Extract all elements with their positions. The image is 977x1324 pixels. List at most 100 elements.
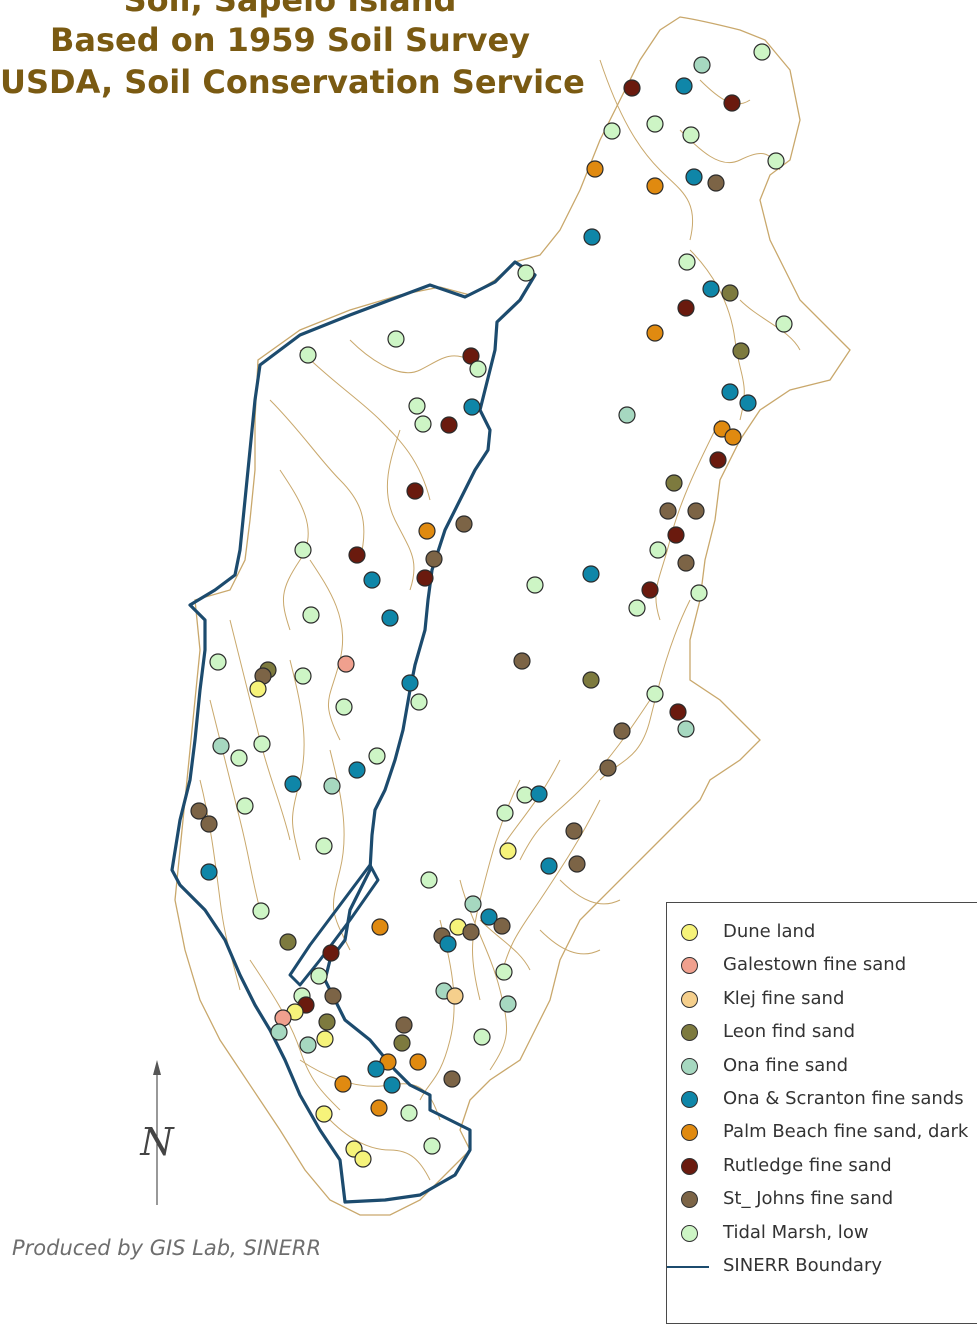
soil-point-rutledge (667, 526, 685, 544)
soil-point-palm-beach (370, 1099, 388, 1117)
north-arrow-label: N (139, 1120, 175, 1164)
soil-point-palm-beach (371, 918, 389, 936)
island-map: N (139, 16, 851, 1216)
legend-swatch (681, 1024, 698, 1042)
soil-point-ona-scranton (383, 1076, 401, 1094)
soil-point-ona-scranton (348, 761, 366, 779)
soil-point-tidal-marsh (410, 693, 428, 711)
soil-point-st-johns (568, 855, 586, 873)
legend-label: Dune land (723, 921, 816, 942)
legend-item-dune-land: Dune land (667, 917, 977, 947)
soil-point-palm-beach (334, 1075, 352, 1093)
soil-points (190, 43, 793, 1168)
soil-point-ona (212, 737, 230, 755)
soil-point-tidal-marsh (400, 1104, 418, 1122)
soil-point-rutledge (462, 347, 480, 365)
legend-label: Ona fine sand (723, 1054, 849, 1076)
soil-point-rutledge (406, 482, 424, 500)
soil-point-tidal-marsh (496, 804, 514, 822)
soil-point-tidal-marsh (753, 43, 771, 61)
soil-point-dune-land (354, 1150, 372, 1168)
soil-point-palm-beach (646, 324, 664, 342)
soil-point-st-johns (493, 917, 511, 935)
soil-point-ona-scranton (381, 609, 399, 627)
soil-point-rutledge (669, 703, 687, 721)
map-credit: Produced by GIS Lab, SINERR (12, 1236, 322, 1260)
soil-point-ona (270, 1023, 288, 1041)
soil-point-ona-scranton (675, 77, 693, 95)
legend-label: Ona & Scranton fine sands (723, 1088, 964, 1109)
legend-swatch (681, 1091, 698, 1108)
legend-label: Klej fine sand (723, 987, 845, 1009)
legend-swatch (681, 924, 698, 941)
soil-point-leon (279, 933, 297, 951)
soil-point-tidal-marsh (767, 152, 785, 170)
sinerr-boundary (170, 260, 537, 1204)
legend-item-klej: Klej fine sand (667, 984, 977, 1014)
legend-swatch (681, 1224, 698, 1242)
soil-point-tidal-marsh (646, 685, 664, 703)
soil-point-ona (618, 406, 636, 424)
soil-point-ona-scranton (583, 228, 601, 246)
soil-point-tidal-marsh (628, 599, 646, 617)
legend-swatch (681, 1124, 698, 1142)
soil-point-rutledge (348, 546, 366, 564)
soil-point-st-johns (425, 550, 443, 568)
soil-point-ona (693, 56, 711, 74)
soil-point-ona-scranton (463, 398, 481, 416)
soil-point-ona-scranton (200, 863, 218, 881)
legend-swatch (681, 990, 698, 1008)
legend-label: Leon find sand (723, 1021, 856, 1043)
soil-point-palm-beach (646, 177, 664, 195)
legend-swatch (681, 1057, 698, 1075)
legend-label: Palm Beach fine sand, dark (723, 1121, 969, 1143)
soil-point-tidal-marsh (299, 346, 317, 364)
soil-point-tidal-marsh (302, 606, 320, 624)
soil-point-ona-scranton (702, 280, 720, 298)
soil-point-rutledge (440, 416, 458, 434)
soil-point-rutledge (641, 581, 659, 599)
soil-point-leon (665, 474, 683, 492)
soil-point-leon (582, 671, 600, 689)
soil-point-rutledge (677, 299, 695, 317)
soil-point-st-johns (395, 1016, 413, 1034)
soil-point-st-johns (455, 515, 473, 533)
legend-item-palm-beach: Palm Beach fine sand, dark (667, 1117, 977, 1147)
soil-point-tidal-marsh (387, 330, 405, 348)
soil-point-leon (393, 1034, 411, 1052)
soil-point-ona-scranton (530, 785, 548, 803)
soil-point-tidal-marsh (646, 115, 664, 133)
soil-point-ona-scranton (721, 383, 739, 401)
soil-point-tidal-marsh (420, 871, 438, 889)
map-title-line-1: Soil, Sapelo Island (123, 0, 457, 19)
soil-point-dune-land (315, 1105, 333, 1123)
soil-point-ona-scranton (367, 1060, 385, 1078)
soil-point-tidal-marsh (294, 667, 312, 685)
soil-point-st-johns (190, 802, 208, 820)
soil-point-ona-scranton (401, 674, 419, 692)
soil-point-tidal-marsh (315, 837, 333, 855)
soil-point-st-johns (599, 759, 617, 777)
soil-point-galestown (337, 655, 355, 673)
soil-point-ona (677, 720, 695, 738)
soil-point-palm-beach (418, 522, 436, 540)
soil-point-ona-scranton (480, 908, 498, 926)
legend-line-swatch (667, 1266, 709, 1268)
soil-point-st-johns (677, 554, 695, 572)
legend-item-tidal-marsh: Tidal Marsh, low (667, 1218, 977, 1248)
soil-point-ona-scranton (582, 565, 600, 583)
soil-point-tidal-marsh (495, 963, 513, 981)
soil-point-tidal-marsh (690, 584, 708, 602)
legend-swatch (681, 957, 698, 975)
legend-label: SINERR Boundary (723, 1255, 882, 1276)
soil-point-palm-beach (724, 428, 742, 446)
soil-point-ona-scranton (685, 168, 703, 186)
soil-point-tidal-marsh (310, 967, 328, 985)
soil-point-st-johns (613, 722, 631, 740)
sinerr-boundary-strip (288, 863, 380, 987)
soil-point-tidal-marsh (408, 397, 426, 415)
soil-point-st-johns (462, 923, 480, 941)
legend-item-rutledge: Rutledge fine sand (667, 1151, 977, 1181)
soil-point-ona (499, 995, 517, 1013)
